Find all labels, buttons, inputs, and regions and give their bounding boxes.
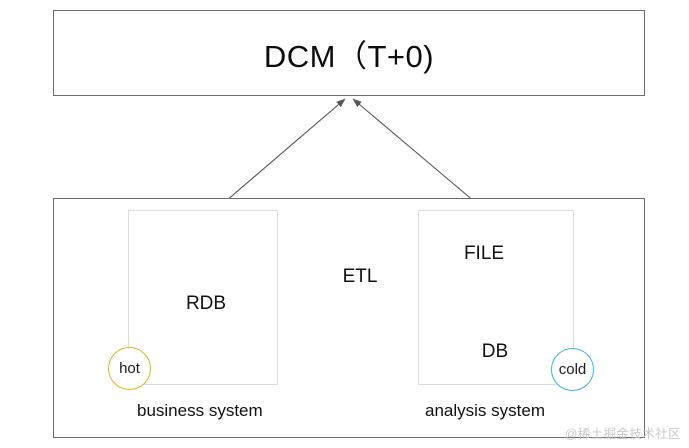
connector-business-to-dcm — [211, 98, 346, 214]
watermark: @稀土掘金技术社区 — [564, 427, 681, 441]
business-system-caption: business system — [137, 401, 263, 420]
file-label: FILE — [463, 243, 505, 264]
dcm-title: DCM（T+0) — [263, 38, 435, 74]
dcm-box: DCM（T+0) — [53, 10, 645, 96]
etl-edge-label: ETL — [342, 266, 378, 287]
business-system-box — [128, 210, 278, 385]
rdb-label: RDB — [185, 293, 227, 314]
analysis-system-caption: analysis system — [425, 401, 545, 420]
analysis-system-box — [418, 210, 574, 385]
cold-badge: cold — [551, 348, 594, 391]
db-label: DB — [481, 341, 509, 362]
hot-badge: hot — [108, 347, 151, 390]
connector-analysis-to-dcm — [352, 98, 489, 214]
